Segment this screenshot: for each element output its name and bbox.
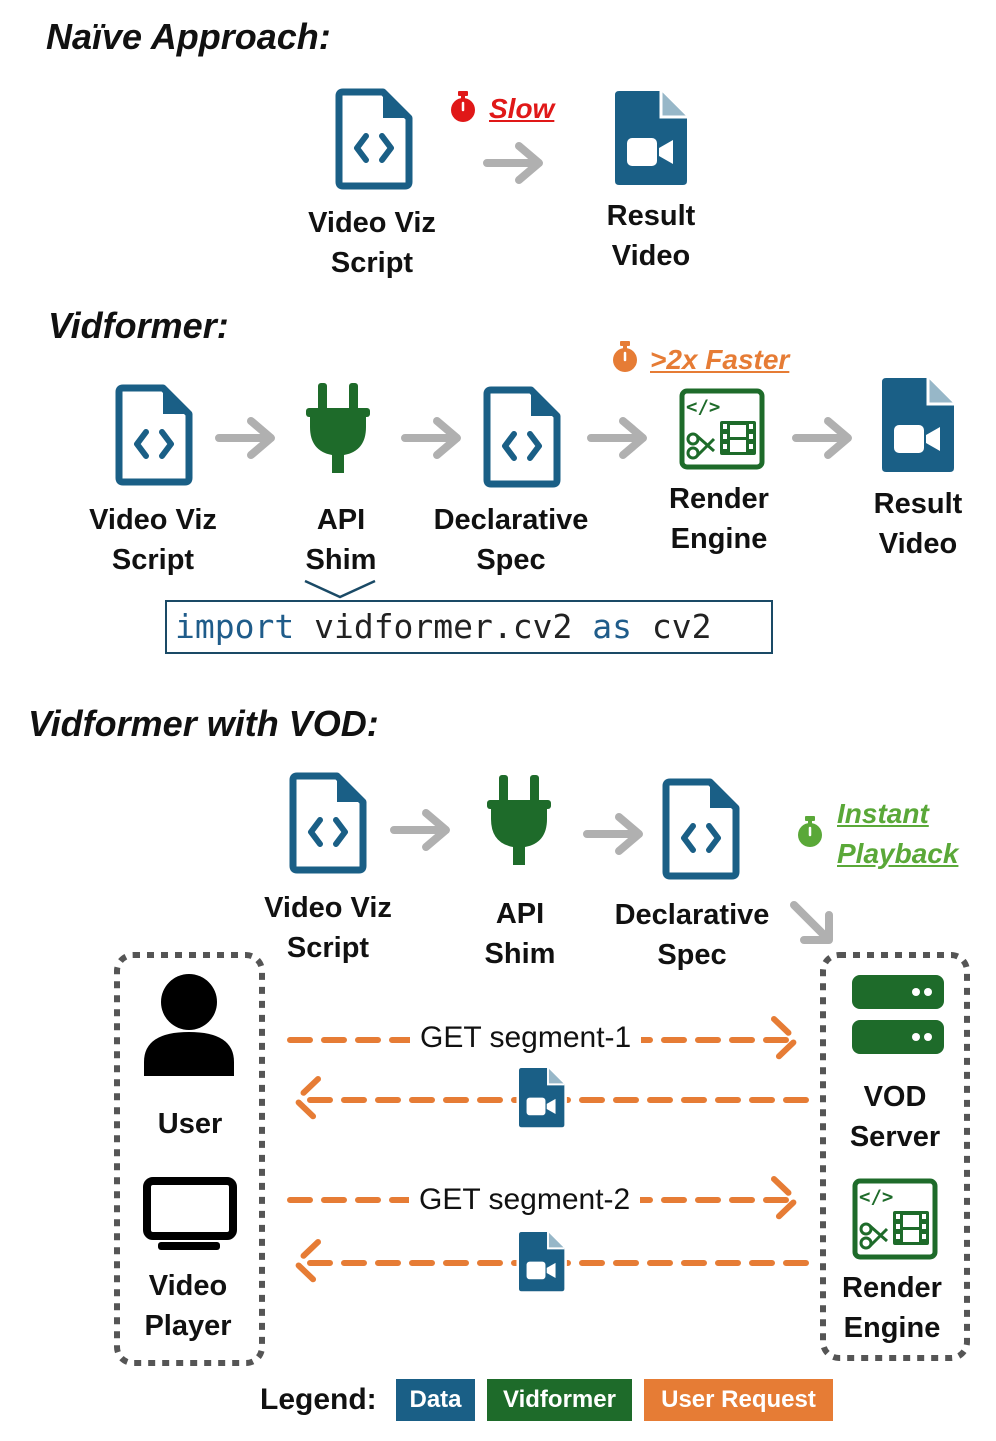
vod-render-engine-icon <box>855 1181 935 1257</box>
vf-arrow-1 <box>219 421 271 455</box>
legend-user-request-chip: User Request <box>644 1379 833 1421</box>
vf-arrow-3 <box>591 421 643 455</box>
vod-arrow-3 <box>790 901 833 944</box>
vod-spec-code-file-icon <box>666 782 736 876</box>
vf-render-engine-icon <box>682 391 762 467</box>
shim-callout-pointer <box>304 579 376 599</box>
server-icon <box>852 975 944 1054</box>
result-video-file-icon <box>613 89 689 187</box>
user-icon <box>144 974 234 1076</box>
vod-arrow-1 <box>394 813 446 847</box>
vf-spec-code-file-icon <box>487 390 557 484</box>
vf-arrow-2 <box>405 421 457 455</box>
vod-shim-plug-icon <box>487 775 551 865</box>
user-label: User <box>157 1108 223 1140</box>
segment-video-file-icon-1 <box>516 1065 567 1130</box>
vidformer-title: Vidformer: <box>48 305 229 346</box>
vod-arrow-2 <box>587 817 639 851</box>
slow-note: Slow <box>489 93 555 124</box>
naive-title: Naïve Approach: <box>46 16 331 57</box>
import-code-box: import vidformer.cv2 as cv2 <box>165 600 773 654</box>
script-code-file-icon <box>339 92 409 186</box>
vf-script-code-file-icon <box>119 388 189 482</box>
slow-stopwatch-icon <box>449 89 477 124</box>
naive-arrow <box>487 146 539 180</box>
vf-result-video-file-icon <box>880 376 956 474</box>
instant-stopwatch-icon <box>796 814 824 849</box>
segment-video-file-icon-2 <box>516 1229 567 1294</box>
faster-note: >2x Faster <box>650 344 790 375</box>
vf-shim-plug-icon <box>306 383 370 473</box>
request-label-2: GET segment-2 <box>409 1180 641 1220</box>
vod-script-code-file-icon <box>293 776 363 870</box>
legend-title: Legend: <box>260 1383 377 1416</box>
server-box <box>820 952 970 1361</box>
faster-stopwatch-icon <box>611 339 639 374</box>
vf-arrow-4 <box>796 421 848 455</box>
legend-data-chip: Data <box>396 1379 475 1421</box>
request-label-1: GET segment-1 <box>410 1018 642 1058</box>
vod-title: Vidformer with VOD: <box>28 703 379 744</box>
legend-vidformer-chip: Vidformer <box>487 1379 632 1421</box>
client-box <box>114 952 265 1366</box>
monitor-icon <box>143 1177 237 1250</box>
